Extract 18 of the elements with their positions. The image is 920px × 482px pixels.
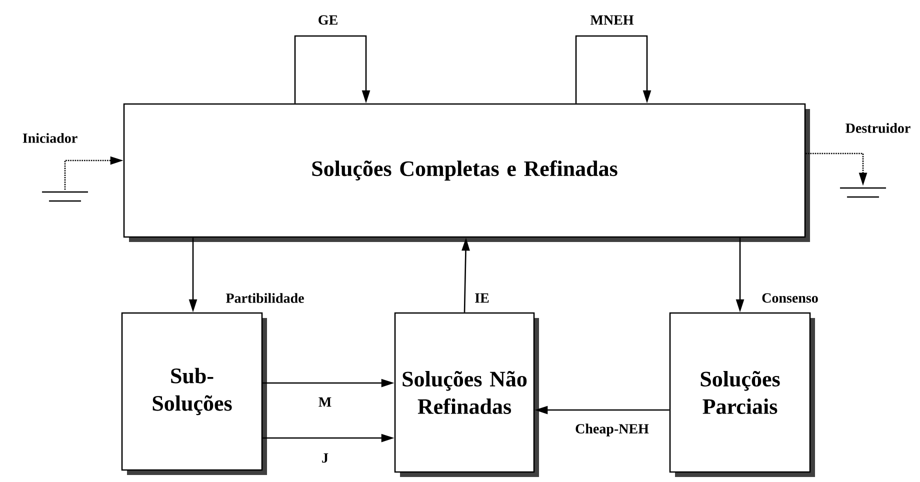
- edge-label: GE: [318, 15, 338, 25]
- edge-label: Consenso: [762, 293, 818, 303]
- edge-label: Cheap-NEH: [576, 424, 649, 436]
- process-box: Soluções Parciais: [669, 312, 815, 477]
- ground-symbol: [840, 187, 886, 198]
- edge-label: Iniciador: [22, 133, 78, 143]
- edge-label: Destruidor: [846, 123, 910, 133]
- ground-symbol: [42, 191, 88, 202]
- process-box: Soluções Não Refinadas: [394, 312, 539, 477]
- edge-label: J: [322, 453, 328, 463]
- arrow: [575, 35, 652, 104]
- process-box: Soluções Completas e Refinadas: [123, 103, 810, 242]
- edge-label: IE: [475, 293, 489, 303]
- edge-label: Partibilidade: [226, 293, 304, 303]
- arrow: [294, 35, 370, 104]
- edge-label: M: [318, 397, 332, 407]
- process-box: Sub- Soluções: [121, 312, 267, 475]
- edge-label: MNEH: [590, 15, 634, 25]
